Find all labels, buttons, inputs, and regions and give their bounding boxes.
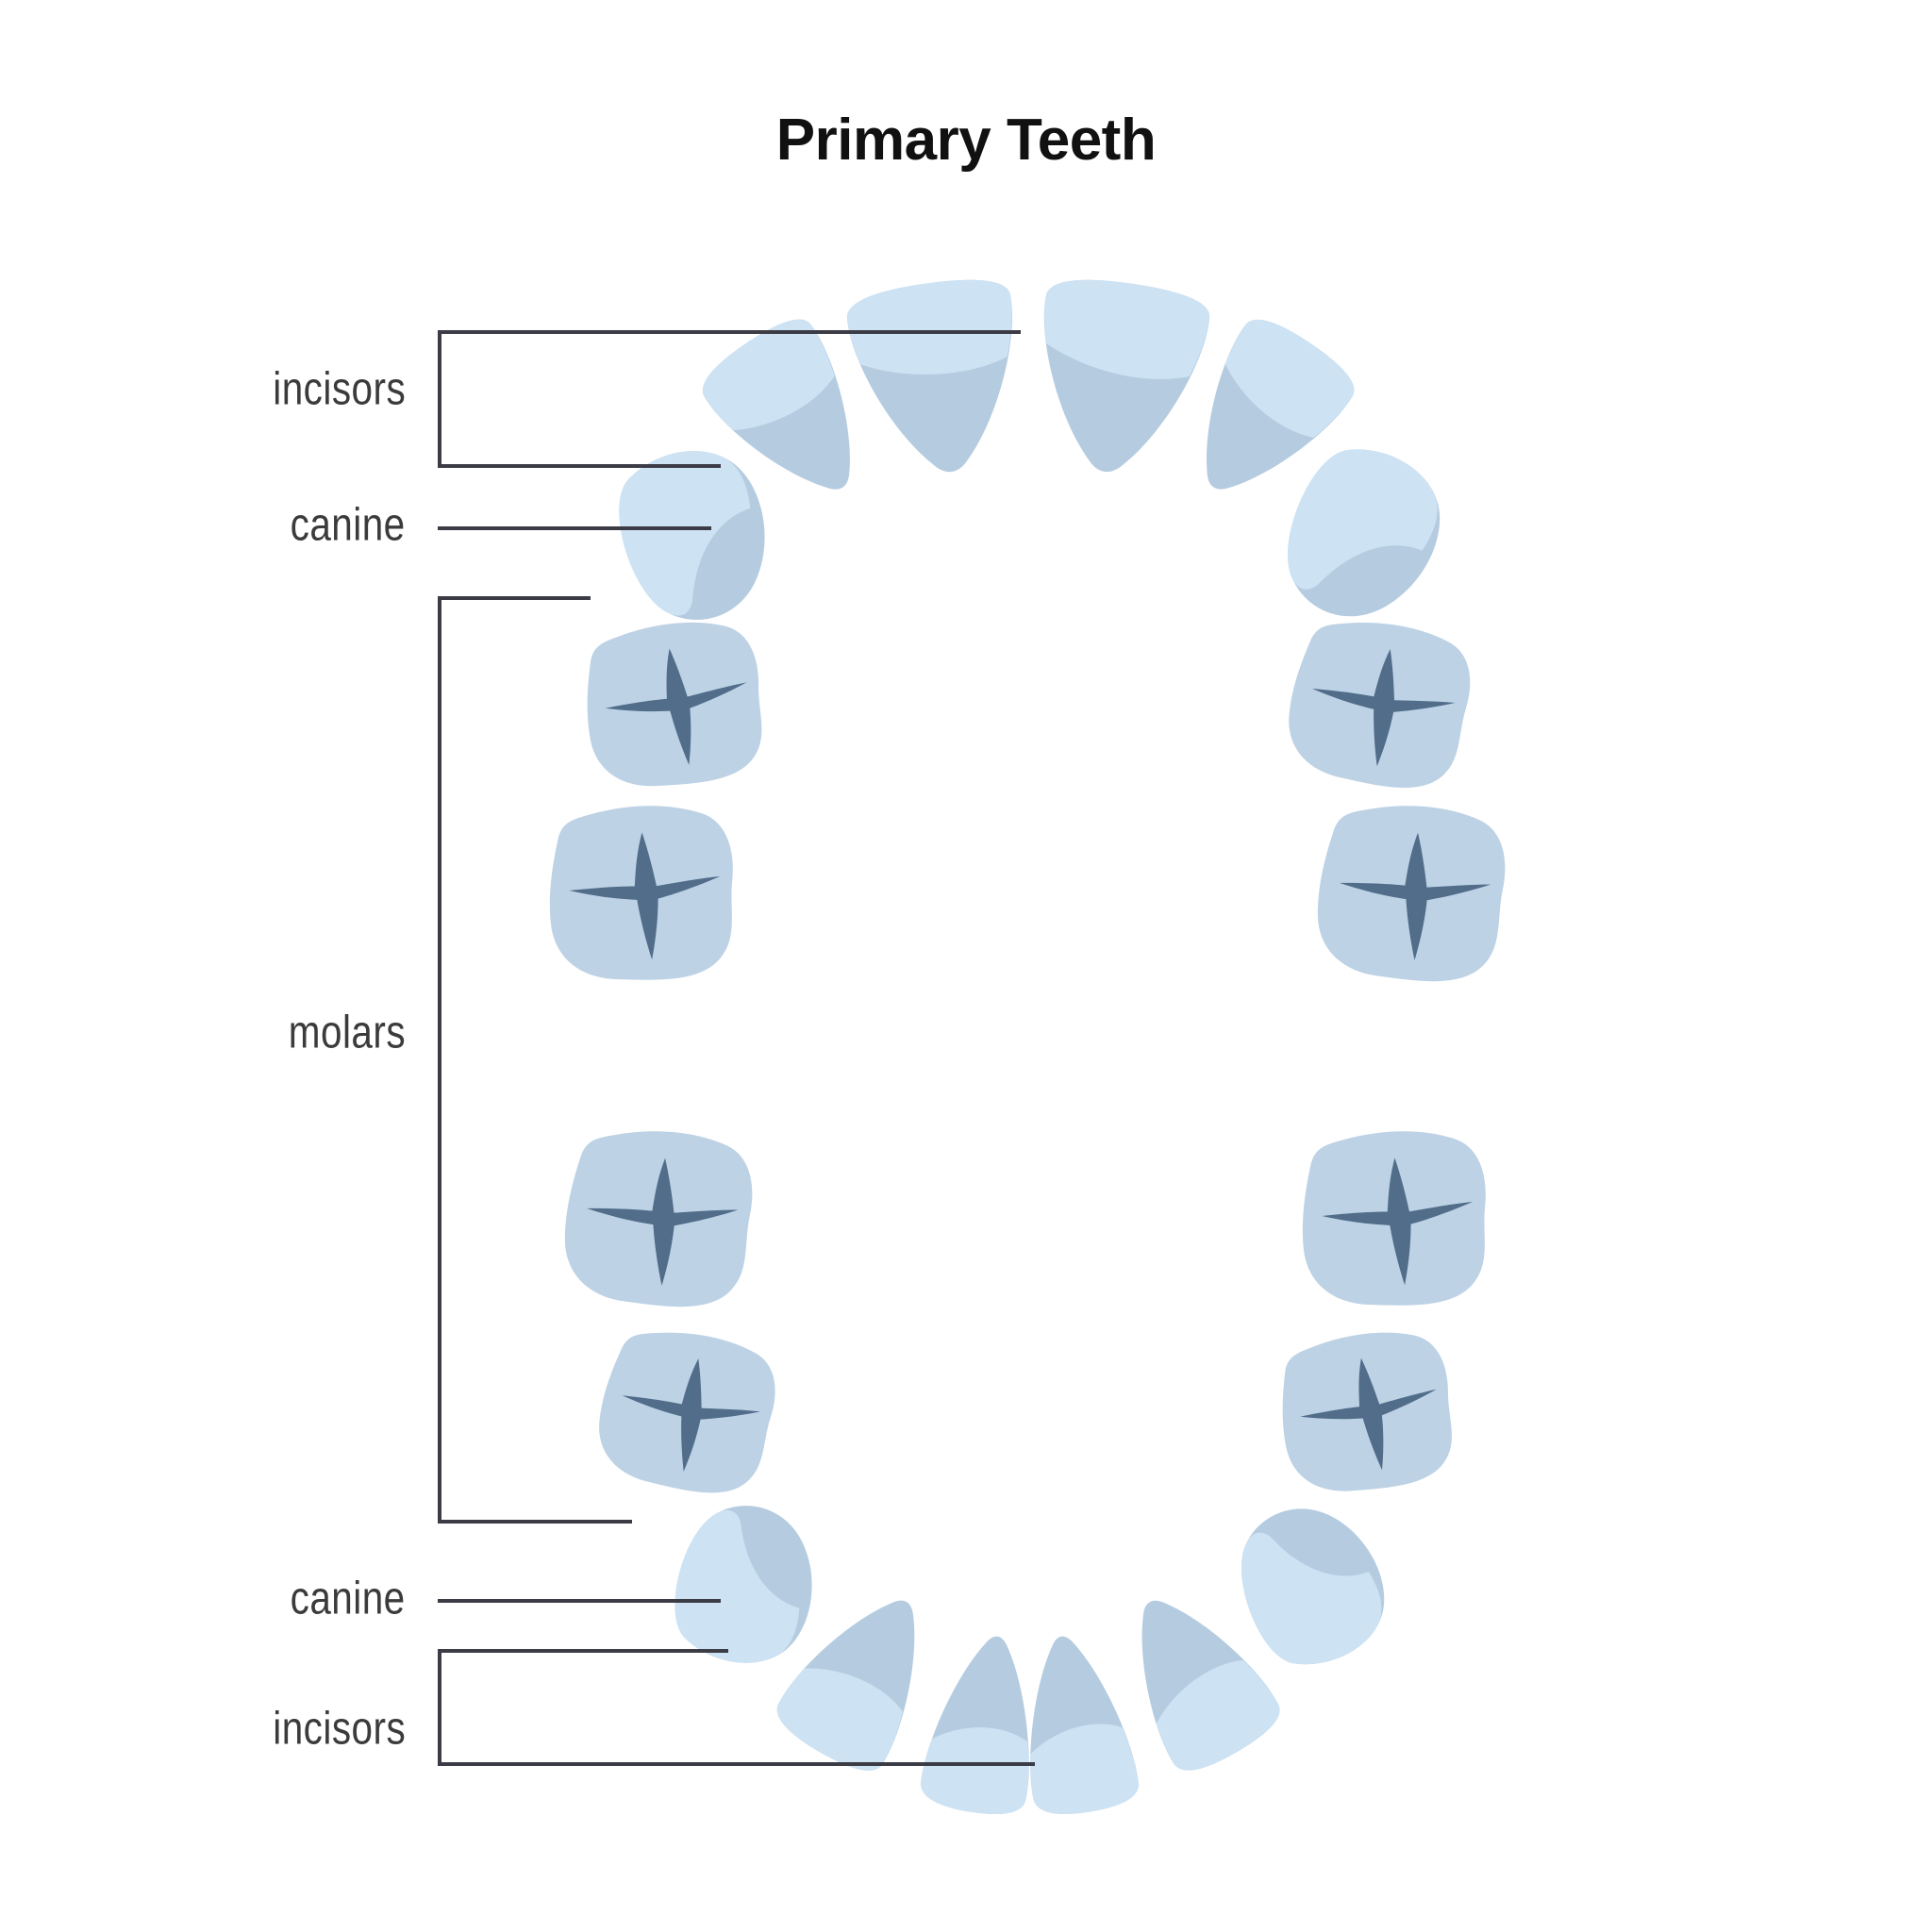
label-molars: molars (288, 1007, 406, 1058)
tooth-shape-canine-up (1267, 431, 1459, 640)
tooth-u-second-molar-r (1314, 801, 1508, 986)
tooth-shape-canine-up (599, 430, 791, 639)
tooth-shape-incisor-down (917, 1627, 1051, 1821)
label-lower-incisors: incisors (273, 1703, 406, 1755)
leader-lines-layer (438, 330, 1035, 1766)
tooth-shape-molar (561, 1126, 756, 1311)
tooth-u-first-molar-l (575, 612, 773, 797)
leader-lower-incisors-bracket (438, 1649, 1035, 1766)
tooth-shape-molar (1270, 1322, 1463, 1503)
tooth-shape-molar (1280, 611, 1477, 796)
tooth-l-first-molar-l (591, 1321, 783, 1502)
label-upper-canine: canine (290, 499, 406, 551)
tooth-u-canine-l (599, 430, 791, 639)
leader-upper-incisors-bracket (438, 330, 1021, 468)
tooth-u-first-molar-r (1280, 611, 1477, 796)
tooth-shape-incisor-up (843, 272, 1034, 484)
tooth-l-second-molar-l (561, 1126, 756, 1311)
tooth-shape-molar (591, 1321, 783, 1502)
leader-molars-bracket (438, 596, 632, 1524)
page-title: Primary Teeth (775, 108, 1157, 173)
label-upper-incisors: incisors (273, 363, 406, 415)
tooth-shape-molar (1297, 1126, 1491, 1311)
label-lower-canine: canine (290, 1573, 406, 1624)
tooth-l-central-incisor-r (1008, 1627, 1142, 1821)
teeth-layer (544, 272, 1508, 1821)
tooth-u-canine-r (1267, 431, 1459, 640)
tooth-shape-molar (544, 801, 739, 986)
tooth-l-canine-r (1224, 1489, 1401, 1680)
tooth-l-second-molar-r (1297, 1126, 1491, 1311)
tooth-shape-molar (575, 612, 773, 797)
tooth-l-central-incisor-l (917, 1627, 1051, 1821)
tooth-shape-canine-down (1224, 1489, 1401, 1680)
tooth-u-central-incisor-r (1023, 272, 1213, 484)
tooth-shape-incisor-up (1023, 272, 1213, 484)
tooth-l-first-molar-r (1270, 1322, 1463, 1503)
tooth-u-central-incisor-l (843, 272, 1034, 484)
tooth-shape-molar (1314, 801, 1508, 986)
tooth-u-second-molar-l (544, 801, 739, 986)
tooth-shape-incisor-down (1008, 1627, 1142, 1821)
